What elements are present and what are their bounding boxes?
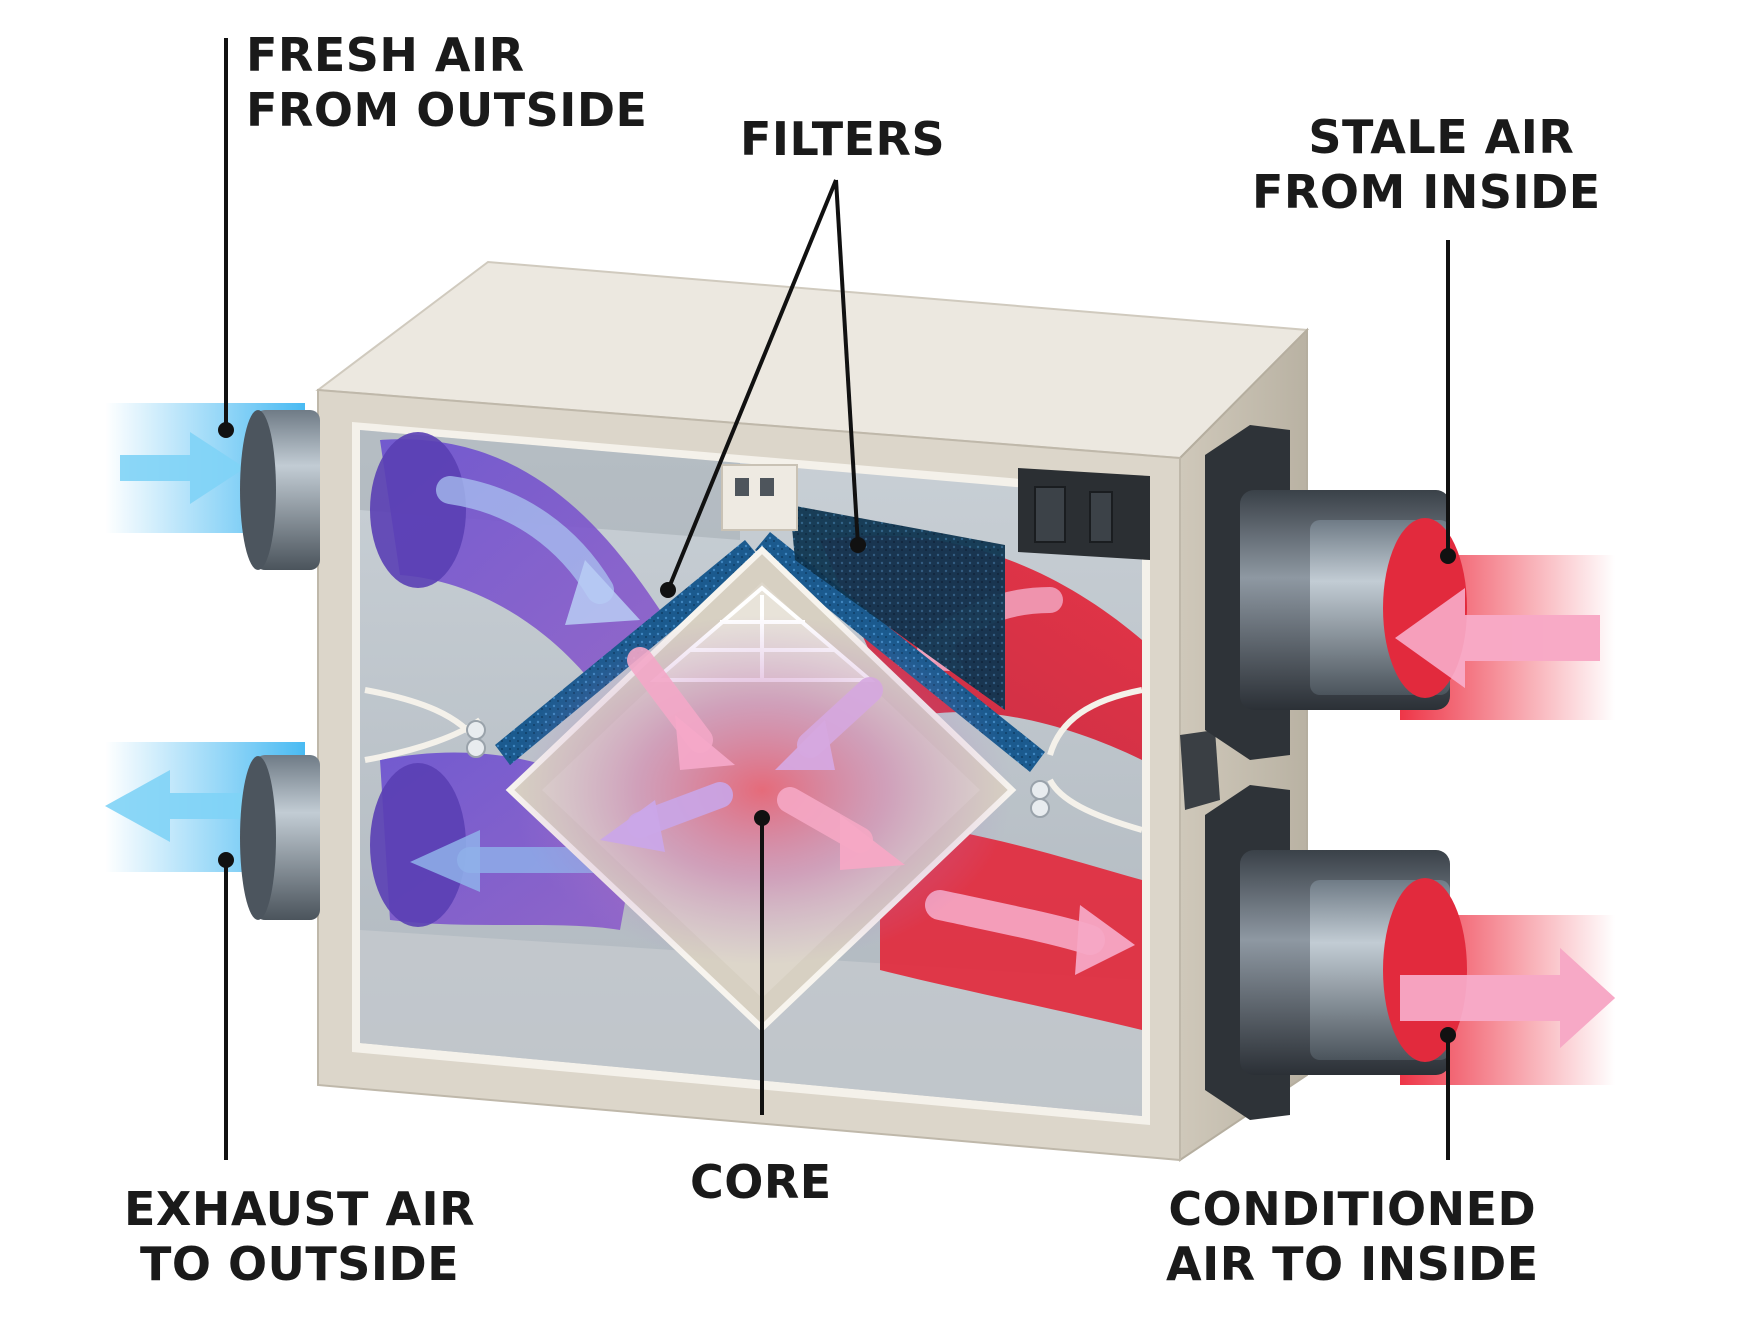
fresh-air-arrow-icon <box>120 432 245 504</box>
leader-dots <box>218 422 1456 1043</box>
stale-air-label-line2: FROM INSIDE <box>1252 165 1601 219</box>
exhaust-air-label-line1: EXHAUST AIR <box>124 1182 476 1236</box>
fresh-air-label: FRESH AIR FROM OUTSIDE <box>246 28 647 138</box>
filter-rods <box>364 687 1143 833</box>
exhaust-air-arrow-icon <box>105 770 250 842</box>
conditioned-air-arrow-front-icon <box>1400 948 1615 1048</box>
filters-label: FILTERS <box>740 112 945 167</box>
exhaust-air-label: EXHAUST AIR TO OUTSIDE <box>124 1182 475 1292</box>
filters-label-text: FILTERS <box>740 112 946 166</box>
side-latch <box>1180 730 1220 810</box>
filter-left-leader <box>666 179 838 591</box>
fresh-air-label-line1: FRESH AIR <box>246 28 525 82</box>
filter-right-leader <box>834 179 860 546</box>
core-label-text: CORE <box>690 1155 832 1209</box>
heat-exchange-core <box>505 545 1017 1033</box>
fresh-air-interior-duct <box>370 432 660 680</box>
fresh-air-label-line2: FROM OUTSIDE <box>246 83 648 137</box>
center-bracket <box>721 464 798 531</box>
conditioned-air-label-line1: CONDITIONED <box>1168 1182 1537 1236</box>
exhaust-air-duct <box>240 755 320 920</box>
conditioned-air-label-line2: AIR TO INSIDE <box>1166 1237 1539 1291</box>
exhaust-air-label-line2: TO OUTSIDE <box>139 1237 460 1291</box>
leader-lines <box>224 38 1450 1160</box>
conditioned-air-duct <box>1205 785 1467 1120</box>
mode-switch-icon <box>1089 491 1113 543</box>
fresh-air-duct <box>240 410 320 570</box>
stale-air-arrow-front-icon <box>1395 588 1600 688</box>
core-label: CORE <box>690 1155 832 1210</box>
stale-air-label: STALE AIR FROM INSIDE <box>1252 110 1601 220</box>
filter-housing <box>790 505 1005 710</box>
power-switch-icon <box>1034 486 1066 543</box>
control-panel <box>1018 468 1150 560</box>
conditioned-air-label: CONDITIONED AIR TO INSIDE <box>1166 1182 1539 1292</box>
stale-air-duct <box>1205 425 1467 760</box>
stale-air-label-line1: STALE AIR <box>1308 110 1575 164</box>
